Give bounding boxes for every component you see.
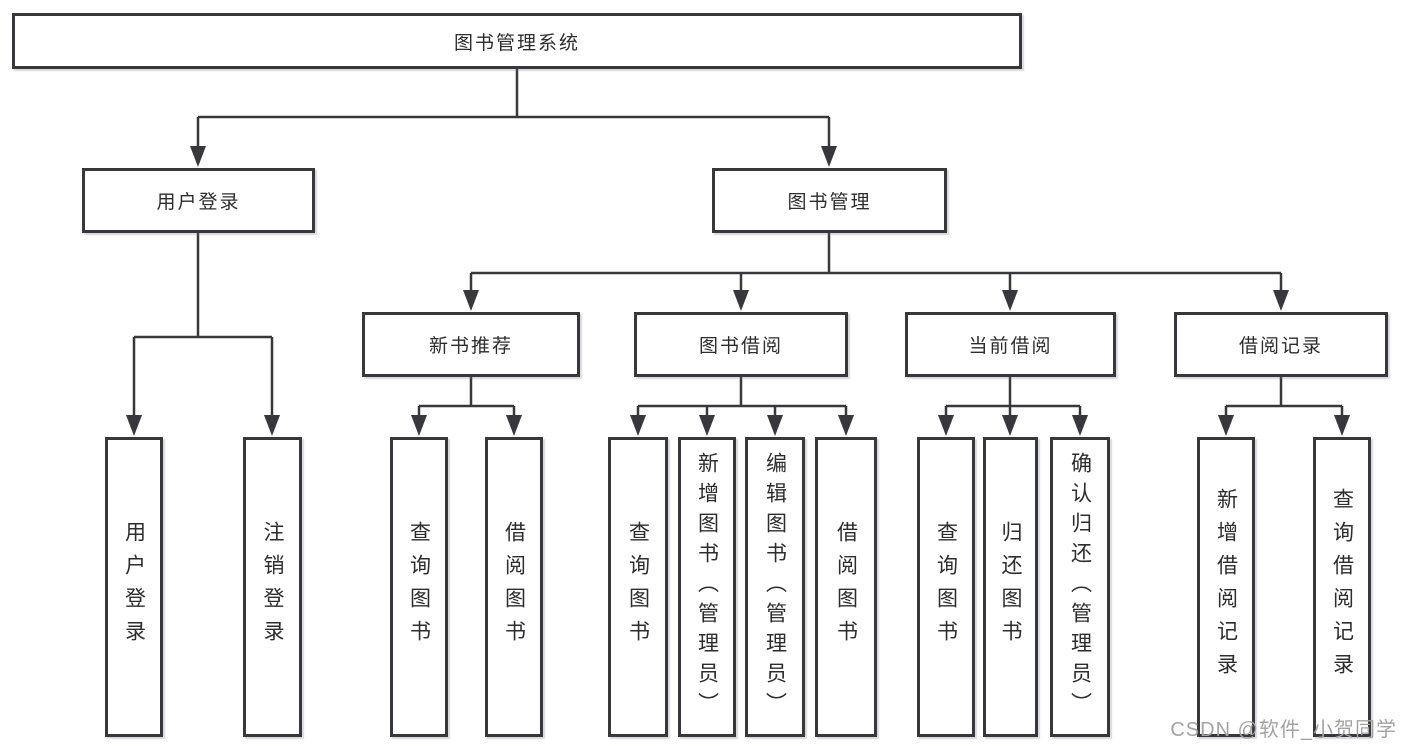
leaf-cb-return-books: 归还图书 [983,437,1038,737]
leaf-cb-query-books-label: 查询图书 [934,521,958,653]
branch-book-management: 图书管理 [712,168,947,233]
leaf-logout: 注销登录 [243,437,302,737]
root-node-label: 图书管理系统 [453,32,580,54]
group-book-borrowing: 图书借阅 [634,312,848,377]
leaf-logout-label: 注销登录 [261,521,284,653]
group-current-borrowing-label: 当前借阅 [968,336,1053,357]
leaf-bb-borrow-books: 借阅图书 [815,437,877,737]
leaf-cb-confirm-return-admin: 确认归还（管理员） [1050,437,1110,737]
leaf-br-add-record: 新增借阅记录 [1197,437,1255,737]
leaf-nbr-borrow-books-label: 借阅图书 [502,521,526,653]
branch-user-login: 用户登录 [82,168,315,233]
leaf-user-login-label: 用户登录 [122,521,146,653]
leaf-cb-query-books: 查询图书 [917,437,975,737]
leaf-bb-query-books-label: 查询图书 [626,521,650,653]
leaf-user-login: 用户登录 [105,437,163,737]
group-borrowing-records: 借阅记录 [1174,312,1388,377]
root-node: 图书管理系统 [12,13,1022,69]
branch-user-login-label: 用户登录 [156,192,241,213]
leaf-bb-query-books: 查询图书 [608,437,668,737]
branch-book-management-label: 图书管理 [787,192,872,213]
leaf-bb-add-books-admin-label: 新增图书（管理员） [695,452,719,722]
arrowheads [126,146,1350,436]
leaf-bb-edit-books-admin-label: 编辑图书（管理员） [763,452,787,722]
group-new-book-recommendation: 新书推荐 [362,312,580,377]
group-book-borrowing-label: 图书借阅 [698,336,783,357]
group-borrowing-records-label: 借阅记录 [1238,336,1323,357]
group-current-borrowing: 当前借阅 [905,312,1116,377]
leaf-cb-confirm-return-admin-label: 确认归还（管理员） [1068,452,1092,722]
leaf-nbr-borrow-books: 借阅图书 [485,437,543,737]
group-new-book-recommendation-label: 新书推荐 [428,336,513,357]
leaf-bb-add-books-admin: 新增图书（管理员） [678,437,736,737]
leaf-bb-edit-books-admin: 编辑图书（管理员） [745,437,805,737]
leaf-br-query-record-label: 查询借阅记录 [1330,488,1354,686]
leaf-cb-return-books-label: 归还图书 [999,521,1022,653]
leaf-br-query-record: 查询借阅记录 [1313,437,1371,737]
leaf-bb-borrow-books-label: 借阅图书 [834,521,858,653]
leaf-nbr-query-books-label: 查询图书 [407,521,431,653]
leaf-br-add-record-label: 新增借阅记录 [1214,488,1238,686]
leaf-nbr-query-books: 查询图书 [390,437,448,737]
